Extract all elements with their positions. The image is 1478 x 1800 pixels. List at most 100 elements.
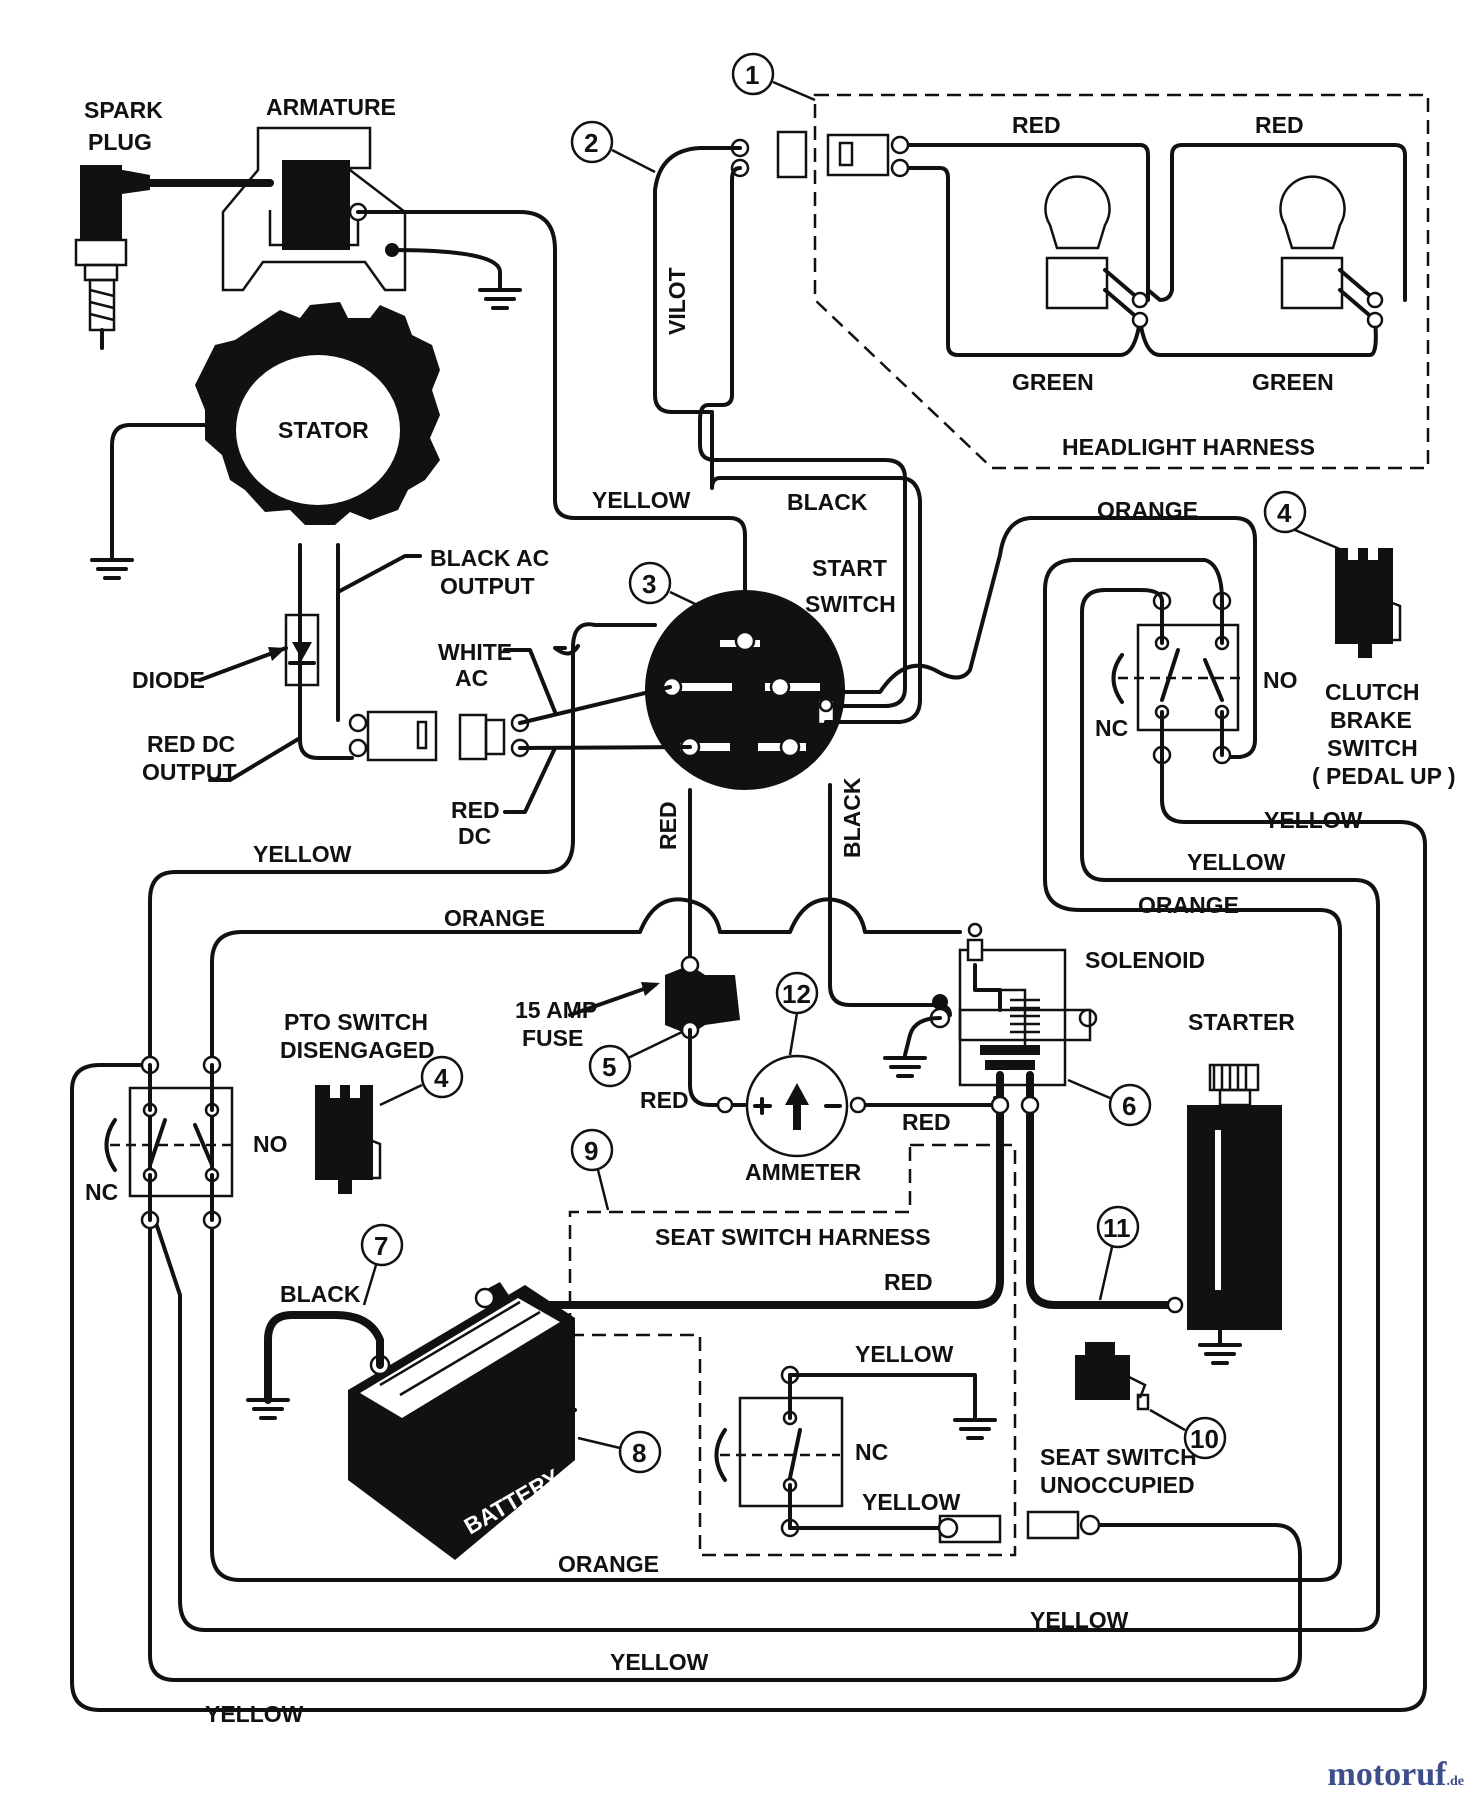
svg-text:9: 9	[584, 1136, 598, 1166]
orange-clutch-wire	[210, 558, 1342, 1582]
ammeter	[716, 1054, 867, 1158]
clutch-brake-switch	[1111, 591, 1245, 765]
clutch-label-3: SWITCH	[1327, 735, 1418, 761]
red-dc-label-1: RED	[451, 797, 500, 823]
ground-symbol	[90, 558, 134, 580]
starter-label: STARTER	[1188, 1009, 1295, 1035]
red-label-battery: RED	[884, 1269, 933, 1295]
yellow-clutch-wire-b	[153, 588, 1380, 1632]
headlight-red-label-1: RED	[1012, 112, 1061, 138]
black-ac-output-label-1: BLACK AC	[430, 545, 549, 571]
pto-no-label: NO	[253, 1131, 288, 1157]
clutch-nc-label: NC	[1095, 715, 1128, 741]
seat-switch-label-1: SEAT SWITCH	[1040, 1444, 1197, 1470]
white-ac-leader	[503, 648, 557, 714]
svg-text:6: 6	[1122, 1091, 1136, 1121]
battery-black-cable	[264, 1311, 384, 1404]
stator-ground-wire	[110, 423, 207, 562]
headlight-green-wire	[898, 166, 1378, 357]
pto-switch-part	[315, 1073, 382, 1194]
seat-switch	[1075, 1342, 1150, 1411]
red-dc-leader	[503, 746, 557, 814]
headlight-green-label-1: GREEN	[1012, 369, 1094, 395]
callout-2: 2	[570, 120, 656, 174]
seat-harness-yellow-ground	[788, 1373, 977, 1422]
clutch-label-1: CLUTCH	[1325, 679, 1420, 705]
ground-symbol	[883, 1056, 927, 1078]
stator-label: STATOR	[278, 417, 369, 443]
headlight-red-label-2: RED	[1255, 112, 1304, 138]
black-headlight-wire	[698, 166, 907, 708]
headlight-connector	[730, 130, 910, 179]
yellow-label-bottom-3: YELLOW	[205, 1701, 304, 1727]
solenoid-ground-wire	[903, 1016, 942, 1057]
svg-text:11: 11	[1103, 1213, 1131, 1243]
callout-7: 7	[360, 1223, 404, 1306]
stator	[195, 302, 440, 525]
callout-4-pto: 4	[379, 1055, 464, 1107]
battery	[348, 1282, 577, 1560]
start-switch-label-1: START	[812, 555, 887, 581]
watermark: motoruf.de	[1328, 1756, 1464, 1794]
headlight-harness-label: HEADLIGHT HARNESS	[1062, 434, 1315, 460]
seat-harness-switch	[714, 1365, 844, 1538]
vilot-wire	[653, 146, 922, 724]
solenoid-label: SOLENOID	[1085, 947, 1205, 973]
headlight-1	[1044, 175, 1142, 322]
vilot-label: VILOT	[664, 267, 690, 335]
headlight-red-wire	[898, 143, 1407, 302]
clutch-switch-part	[1335, 535, 1402, 658]
yellow-label-bottom-2: YELLOW	[610, 1649, 709, 1675]
yellow-clutch-wire-a	[70, 753, 1427, 1712]
solenoid	[929, 922, 1098, 1087]
yellow-armature-wire	[356, 210, 747, 602]
orange-label-bottom: ORANGE	[558, 1551, 659, 1577]
nc-label-seat: NC	[855, 1439, 888, 1465]
headlight-2	[1279, 175, 1377, 322]
starter-cable	[1026, 1071, 1174, 1309]
battery-red-cable	[501, 1071, 1004, 1309]
callout-9: 9	[570, 1128, 614, 1211]
spark-plug	[74, 165, 150, 350]
callout-8: 8	[577, 1430, 662, 1474]
yellow-seat-wire	[148, 1218, 1302, 1682]
svg-text:2: 2	[584, 128, 598, 158]
orange-label-mid: ORANGE	[444, 905, 545, 931]
wire-hop	[553, 644, 580, 656]
white-ac-label-1: WHITE	[438, 639, 512, 665]
seat-switch-label-2: UNOCCUPIED	[1040, 1472, 1195, 1498]
yellow-label-seat-1: YELLOW	[855, 1341, 954, 1367]
stator-output-wires	[298, 543, 354, 760]
red-label-vertical: RED	[655, 801, 681, 850]
stator-connector	[348, 710, 530, 762]
headlight-harness-border	[813, 93, 1430, 470]
black-ac-output-label-2: OUTPUT	[440, 573, 535, 599]
clutch-label-2: BRAKE	[1330, 707, 1412, 733]
red-dc-label-2: DC	[458, 823, 491, 849]
black-solenoid-wire	[828, 783, 952, 1017]
yellow-label-right-1: YELLOW	[1264, 807, 1363, 833]
svg-text:3: 3	[642, 569, 656, 599]
svg-text:5: 5	[602, 1052, 616, 1082]
fuse	[665, 955, 740, 1040]
pto-switch	[104, 1055, 235, 1230]
ammeter-label: AMMETER	[745, 1159, 862, 1185]
svg-text:4: 4	[1277, 498, 1292, 528]
yellow-label-top: YELLOW	[592, 487, 691, 513]
callout-5: 5	[588, 1030, 683, 1088]
svg-text:7: 7	[374, 1231, 388, 1261]
svg-text:12: 12	[782, 979, 811, 1009]
callout-4-clutch: 4	[1263, 490, 1343, 552]
orange-label-top: ORANGE	[1097, 497, 1198, 523]
black-wire-label-top: BLACK	[787, 489, 868, 515]
diode-label: DIODE	[132, 667, 205, 693]
spark-plug-label-1: SPARK	[84, 97, 163, 123]
callout-12: 12	[775, 971, 819, 1056]
white-ac-wire	[518, 685, 672, 725]
callout-11: 11	[1096, 1205, 1140, 1301]
red-label-solenoid: RED	[902, 1109, 951, 1135]
start-switch	[645, 590, 845, 790]
ground-symbol	[953, 1418, 997, 1440]
pto-label-2: DISENGAGED	[280, 1037, 435, 1063]
seat-switch-harness-border	[568, 1143, 1017, 1557]
